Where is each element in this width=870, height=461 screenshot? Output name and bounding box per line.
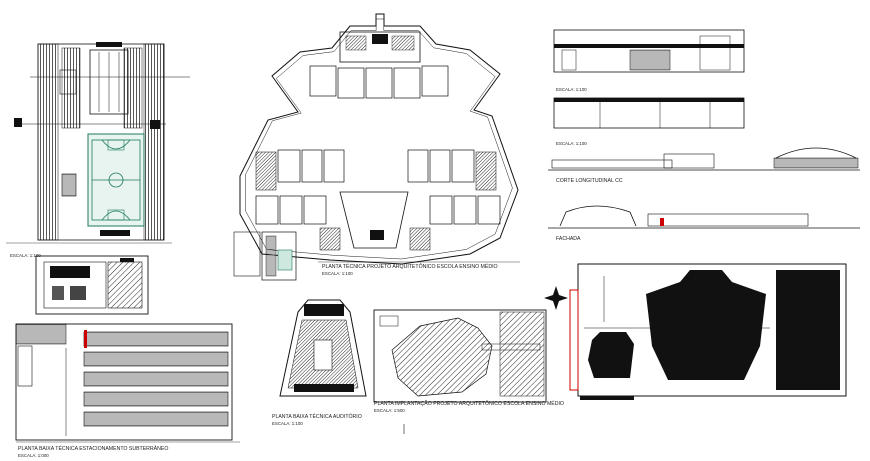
school-floor-plan: PLANTA TÉCNICA PROJETO ARQUITETÔNICO ESC… [233,13,520,281]
auditorio-scale: ESCALA: 1:100 [272,421,303,426]
fachada-title: FACHADA [556,236,581,242]
parking-plan: PLANTA BAIXA TÉCNICA ESTACIONAMENTO SUBT… [15,323,240,458]
sports-complex-plan: ESCALA: 1:100 [6,42,190,258]
tecnica-scale: ESCALA: 1:100 [322,271,353,276]
auditorio-title: PLANTA BAIXA TÉCNICA AUDITÓRIO [272,413,362,420]
corte-title: CORTE LONGITUDINAL CC [556,178,623,184]
longitudinal-section: CORTE LONGITUDINAL CC [548,147,860,184]
implantacao-scale: ESCALA: 1:500 [374,408,405,413]
elev2-scale: ESCALA: 1:100 [556,141,587,146]
north-arrow-icon [544,286,568,310]
site-plan: PLANTA IMPLANTAÇÃO PROJETO ARQUITETÔNICO… [373,309,564,434]
parking-title: PLANTA BAIXA TÉCNICA ESTACIONAMENTO SUBT… [18,445,168,452]
parking-scale: ESCALA: 1:000 [18,453,49,458]
implantacao-title: PLANTA IMPLANTAÇÃO PROJETO ARQUITETÔNICO… [374,400,564,407]
elevation-2: ESCALA: 1:100 [553,97,745,146]
sport-scale: ESCALA: 1:100 [10,253,41,258]
elev1-scale: ESCALA: 1:100 [556,87,587,92]
tecnica-title: PLANTA TÉCNICA PROJETO ARQUITETÔNICO ESC… [322,263,498,270]
service-block-plan [35,255,149,315]
auditorium-plan: PLANTA BAIXA TÉCNICA AUDITÓRIO ESCALA: 1… [272,299,367,426]
facade: FACHADA [548,205,860,242]
roof-plan [569,263,847,400]
elevation-1: ESCALA: 1:100 [553,29,745,92]
